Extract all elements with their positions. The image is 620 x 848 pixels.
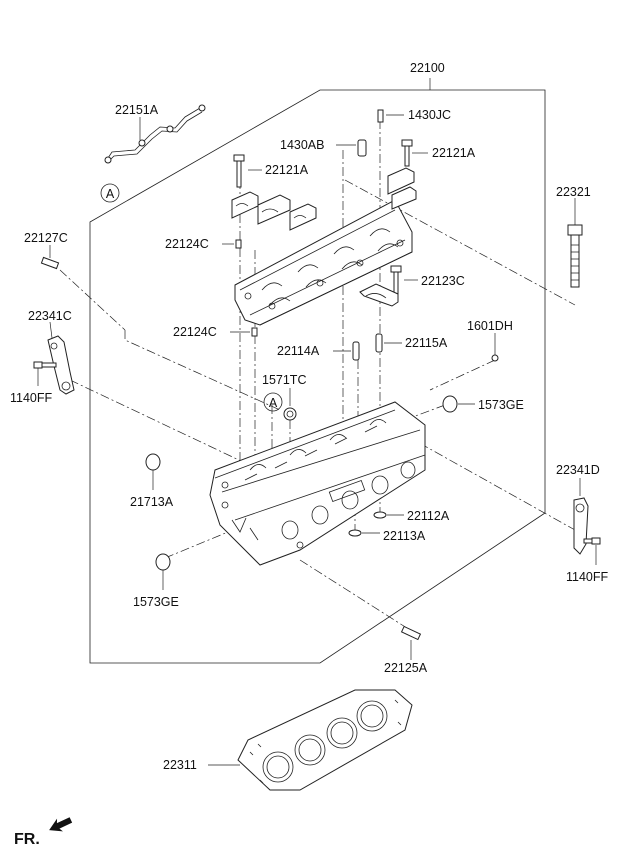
label-bolt-left: 1140FF: [10, 391, 53, 405]
plug-1571tc: [283, 388, 297, 421]
bolt-1140ff-right: [583, 537, 601, 565]
cap-22123c: [359, 265, 418, 307]
dowel-1601dh: [491, 333, 499, 362]
pin-22124c-top: [222, 239, 242, 249]
alignment-lines: [59, 120, 576, 631]
label-guide-22115a: 22115A: [405, 336, 448, 350]
gasket-set-22151a: [104, 104, 206, 164]
seal-22112a: [373, 511, 404, 519]
ref-circle-a-top: A: [100, 183, 120, 203]
assembly-boundary: [89, 89, 546, 664]
label-dowel-1601dh: 1601DH: [467, 319, 513, 333]
label-seal-22113a: 22113A: [383, 529, 426, 543]
plug-1573ge-left: [155, 553, 171, 590]
label-seal-22112a: 22112A: [407, 509, 450, 523]
svg-text:FR.: FR.: [14, 831, 40, 848]
label-cap-22123c: 22123C: [421, 274, 465, 288]
stud-22125a: [400, 625, 422, 660]
plug-1573ge-right: [442, 395, 475, 413]
label-head-gasket: 22311: [163, 758, 197, 772]
bearing-caps-rear: [387, 167, 417, 210]
svg-text:A: A: [106, 187, 115, 201]
label-bolt-22121a-right: 22121A: [432, 146, 476, 160]
label-plug-1573ge-left: 1573GE: [133, 595, 179, 609]
ref-circle-a-head: A: [263, 392, 283, 412]
label-bolt-right: 1140FF: [566, 570, 609, 584]
label-plug-1430ab: 1430AB: [280, 138, 324, 152]
label-plug-1573ge-right: 1573GE: [478, 398, 524, 412]
label-stud-bolt: 22321: [556, 185, 591, 199]
svg-text:A: A: [269, 396, 278, 410]
cylinder-head: [209, 401, 426, 566]
label-stud-22127c: 22127C: [24, 231, 68, 245]
bolt-1430jc: [377, 109, 404, 123]
label-gasket-set: 22151A: [115, 103, 159, 117]
label-guide-22114a: 22114A: [277, 344, 320, 358]
label-bolt-1430jc: 1430JC: [408, 108, 451, 122]
label-bolt-22121a-left: 22121A: [265, 163, 309, 177]
label-assembly: 22100: [410, 61, 445, 75]
label-bracket-right: 22341D: [556, 463, 600, 477]
label-plug-21713a: 21713A: [130, 495, 174, 509]
seal-22113a: [348, 529, 380, 537]
label-pin-22124c-top: 22124C: [165, 237, 209, 251]
stud-bolt-22321: [567, 198, 583, 288]
front-indicator: FR.: [14, 817, 73, 848]
bearing-caps-front: [231, 191, 317, 231]
label-pin-22124c-bottom: 22124C: [173, 325, 217, 339]
bolt-22121a-right: [401, 139, 428, 167]
head-gasket-22311: [208, 689, 413, 791]
label-plug-1571tc: 1571TC: [262, 373, 306, 387]
label-stud-22125a: 22125A: [384, 661, 428, 675]
plug-1430ab: [336, 139, 367, 157]
camshaft-carrier: [234, 199, 413, 326]
plug-21713a: [145, 453, 161, 490]
label-bracket-left: 22341C: [28, 309, 72, 323]
bolt-1140ff-left: [33, 361, 57, 386]
guide-22114a: [333, 341, 360, 361]
bracket-22341c: [47, 321, 75, 395]
guide-22115a: [375, 333, 402, 353]
stud-22127c: [40, 245, 60, 270]
pin-22124c-bottom: [230, 327, 258, 337]
bolt-22121a-left: [233, 154, 262, 188]
front-arrow-icon: [49, 817, 73, 832]
